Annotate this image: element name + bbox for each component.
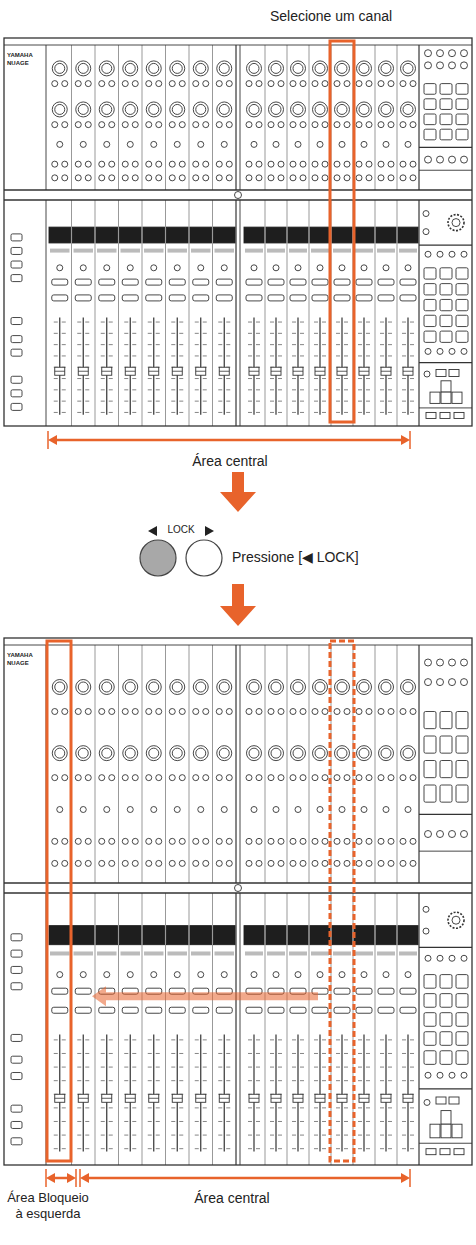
step-arrow — [220, 584, 256, 626]
console-drawing — [4, 638, 472, 1165]
brand-logo: YAMAHA — [7, 52, 45, 60]
area-label: Área Bloqueio à esquerda — [2, 1190, 94, 1223]
brand-logo: YAMAHA — [7, 652, 45, 660]
step-arrow — [220, 472, 256, 512]
instruction-label: Pressione [◀ LOCK] — [232, 549, 442, 567]
area-dimension — [48, 431, 410, 449]
former-position-frame — [330, 641, 354, 1161]
annotation-graphics — [46, 41, 410, 1187]
selected-channel-frame — [47, 641, 71, 1161]
console-drawing — [4, 38, 472, 426]
brand-logo: NUAGE — [7, 660, 45, 668]
area-label: Área central — [130, 453, 330, 471]
move-arrow — [92, 986, 318, 1006]
area-dimension — [80, 1169, 410, 1187]
instruction-label: Selecione um canal — [231, 8, 431, 26]
brand-logo: NUAGE — [7, 60, 45, 68]
area-label: Área central — [132, 1190, 332, 1208]
selected-channel-frame — [330, 41, 354, 422]
area-dimension — [46, 1169, 76, 1187]
button-label: LOCK — [159, 524, 203, 537]
